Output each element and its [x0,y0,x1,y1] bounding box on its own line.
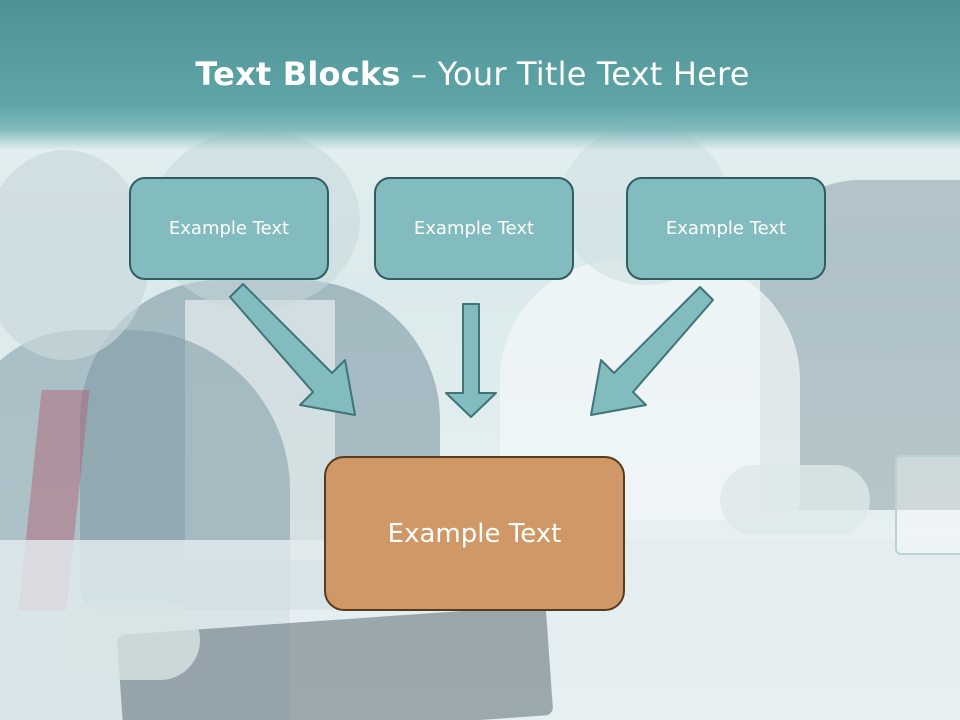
text-block-main[interactable]: Example Text [324,456,625,611]
slide-title[interactable]: Text Blocks – Your Title Text Here [0,55,945,93]
title-bar [0,0,960,150]
arrow-down-icon [445,303,497,418]
background-glass [895,455,960,555]
background-person [0,150,150,360]
title-separator: – [400,55,438,93]
arrow-down-left-icon [590,286,714,416]
background-hand [60,600,200,680]
text-block-1[interactable]: Example Text [129,177,329,280]
text-block-3[interactable]: Example Text [626,177,826,280]
text-block-2[interactable]: Example Text [374,177,574,280]
title-rest-part: Your Title Text Here [437,55,750,93]
title-bold-part: Text Blocks [195,55,401,93]
background-hand [720,465,870,535]
arrow-down-right-icon [229,283,356,416]
